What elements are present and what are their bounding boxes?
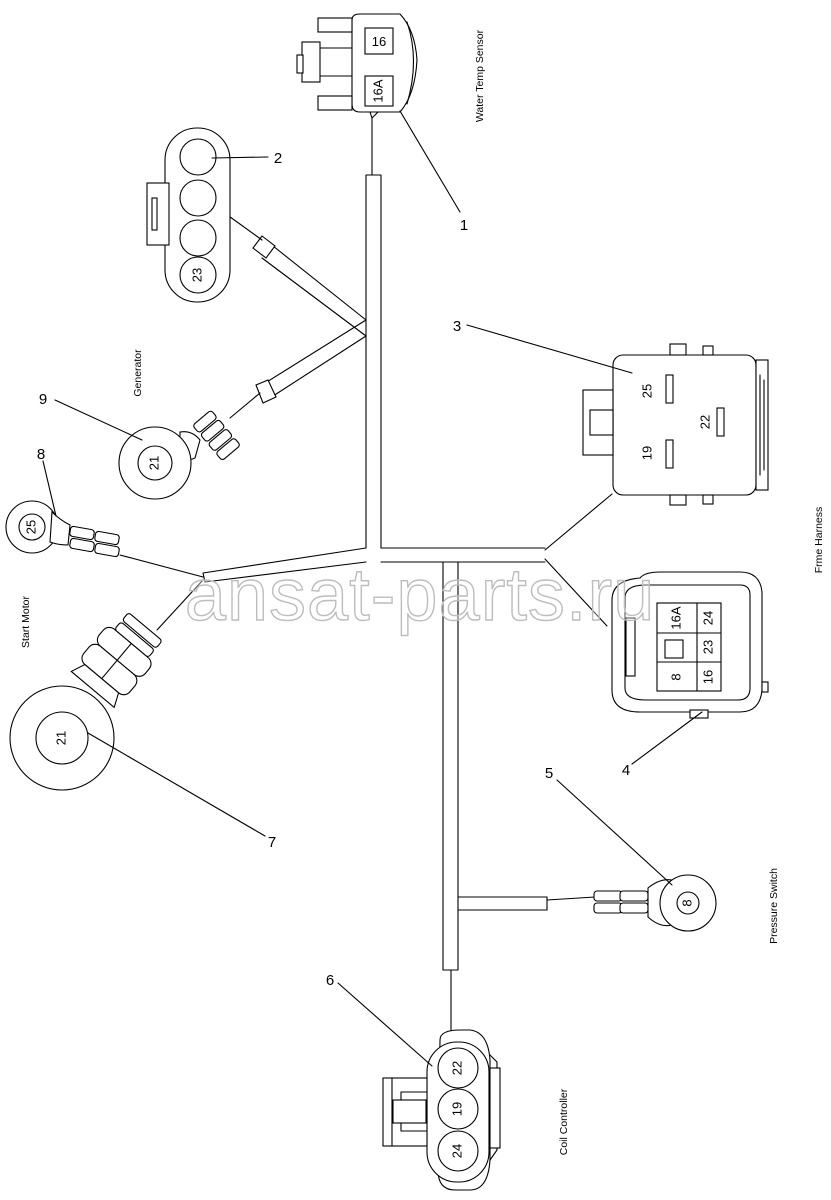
relay-connector: 25 22 19 xyxy=(582,343,769,506)
water-temp-pin-16a: 16A xyxy=(370,79,385,102)
leader-lines xyxy=(42,110,703,1067)
start-motor-small-pin-25: 25 xyxy=(23,520,38,534)
relay-pin-22: 22 xyxy=(697,415,712,429)
label-generator: Generator xyxy=(132,349,144,397)
relay-pin-25: 25 xyxy=(639,384,654,398)
main-pin-23: 23 xyxy=(700,640,715,654)
generator-plug-connector: 23 xyxy=(146,127,231,303)
pressure-switch-pin-8: 8 xyxy=(679,899,694,906)
generator-branch xyxy=(225,213,367,419)
callout-7: 7 xyxy=(268,834,276,851)
watermark-text: ansat-parts.ru xyxy=(185,553,656,636)
water-temp-pin-16: 16 xyxy=(372,34,386,49)
label-water-temp-sensor: Water Temp Sensor xyxy=(474,29,486,122)
main-pin-8: 8 xyxy=(668,673,683,680)
main-connector: 16A 24 23 8 16 xyxy=(611,571,769,719)
coil-controller-pin-19: 19 xyxy=(449,1102,464,1116)
coil-controller-pin-24: 24 xyxy=(449,1144,464,1158)
start-motor-big-pin-21: 21 xyxy=(53,731,68,745)
callout-numbers: 1 2 3 4 5 6 7 8 9 xyxy=(37,150,630,989)
callout-3: 3 xyxy=(453,318,461,335)
water-temp-sensor-connector: 16 16A xyxy=(296,13,418,119)
main-pin-24: 24 xyxy=(700,611,715,625)
label-start-motor: Start Motor xyxy=(20,596,32,648)
coil-controller-pin-22: 22 xyxy=(449,1061,464,1075)
start-motor-ring-terminal: 21 xyxy=(9,613,162,791)
generator-ring-pin-21: 21 xyxy=(146,456,161,470)
label-coil-controller: Coil Controller xyxy=(558,1088,570,1155)
callout-6: 6 xyxy=(326,972,334,989)
generator-plug-pin-23: 23 xyxy=(189,268,204,282)
component-labels: Water Temp Sensor Generator Start Motor … xyxy=(20,29,825,1155)
callout-9: 9 xyxy=(39,391,47,408)
coil-controller-connector: 22 19 24 xyxy=(382,1029,501,1191)
harness-trunk xyxy=(119,117,613,1031)
relay-pin-19: 19 xyxy=(639,446,654,460)
pressure-switch-connector: 8 xyxy=(546,874,717,932)
callout-8: 8 xyxy=(37,446,45,463)
label-frame-harness: Frme Harness xyxy=(813,507,825,574)
start-motor-small-terminal: 25 xyxy=(5,500,120,558)
main-pin-16: 16 xyxy=(700,670,715,684)
callout-4: 4 xyxy=(622,762,630,779)
generator-ring-terminal: 21 xyxy=(118,410,240,500)
callout-1: 1 xyxy=(460,217,468,234)
main-pin-16a: 16A xyxy=(668,606,683,629)
callout-5: 5 xyxy=(545,765,553,782)
callout-2: 2 xyxy=(274,150,282,167)
label-pressure-switch: Pressure Switch xyxy=(768,868,780,944)
